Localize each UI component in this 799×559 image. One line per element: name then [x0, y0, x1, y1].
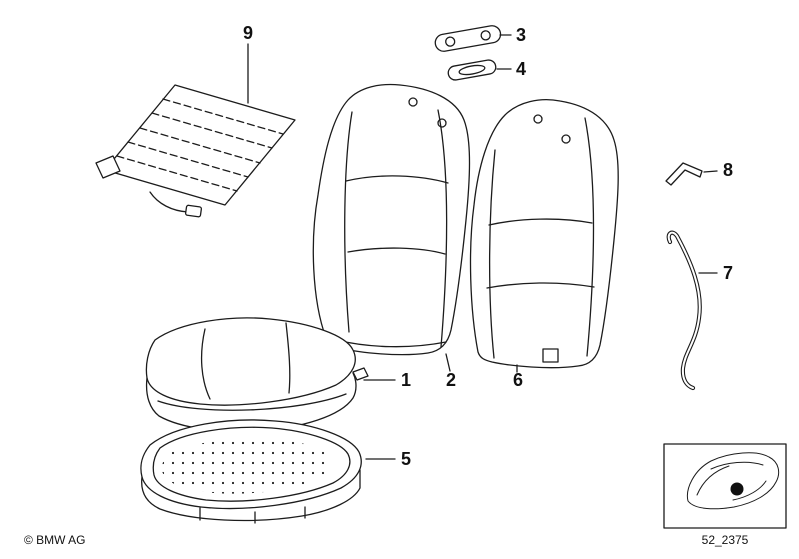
copyright-text: © BMW AG [24, 533, 86, 547]
washer-grommet-drawing [447, 59, 497, 81]
backrest-rear-cover-drawing [469, 99, 619, 369]
lumbar-rod-drawing [666, 230, 702, 391]
callout-6[interactable]: 6 [512, 370, 524, 390]
leader-lines [247, 34, 718, 460]
heating-element-drawing [95, 84, 296, 218]
car-location-inset [663, 443, 787, 529]
diagram-code: 52_2375 [701, 533, 749, 547]
seat-pan-drawing [140, 419, 362, 524]
callout-2[interactable]: 2 [445, 370, 457, 390]
callout-1[interactable]: 1 [400, 370, 412, 390]
backrest-front-cover-drawing [312, 83, 471, 356]
car-silhouette-icon [686, 452, 780, 510]
callout-7[interactable]: 7 [722, 263, 734, 283]
callout-8[interactable]: 8 [722, 160, 734, 180]
callout-4[interactable]: 4 [515, 59, 527, 79]
callout-9[interactable]: 9 [242, 23, 254, 43]
callout-5[interactable]: 5 [400, 449, 412, 469]
callout-3[interactable]: 3 [515, 25, 527, 45]
seat-cushion-cover-drawing [145, 317, 369, 433]
link-plate-drawing [434, 25, 502, 52]
seat-location-dot [730, 482, 744, 496]
retaining-pin-drawing [665, 162, 703, 186]
